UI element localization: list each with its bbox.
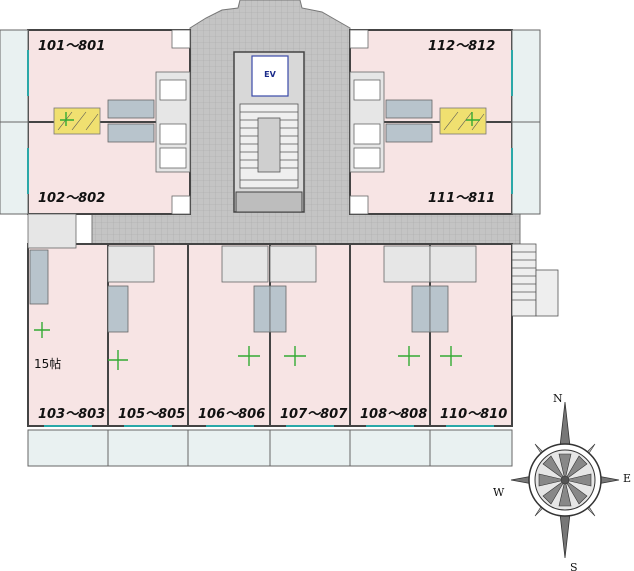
bath-fixtures-left-upper [107, 29, 191, 215]
compass-rose: N S E W [493, 392, 631, 571]
elevator-shaft [251, 55, 289, 97]
closet-marks [57, 111, 485, 131]
elevator-label: EV [264, 70, 276, 79]
unit-label-105: 105～805 [118, 407, 185, 422]
unit-label-112: 112～812 [428, 39, 495, 54]
unit-label-103: 103～803 [38, 407, 105, 422]
unit-label-110: 110～810 [440, 407, 507, 422]
lower-bathrooms [27, 213, 477, 333]
unit-label-101: 101～801 [38, 39, 105, 54]
room-size-label: 15帖 [34, 356, 61, 371]
unit-label-107: 107～807 [280, 407, 348, 422]
unit-label-108: 108～808 [360, 407, 427, 422]
balconies-upper [0, 29, 541, 215]
door-markers [34, 112, 480, 370]
exterior-stair [511, 243, 559, 317]
balconies-lower [27, 429, 513, 467]
compass-south: S [570, 561, 578, 571]
closets [53, 107, 487, 135]
side-windows-upper [27, 50, 513, 194]
compass-west: W [493, 486, 505, 499]
unit-label-102: 102～802 [38, 191, 105, 206]
stairs [239, 103, 299, 189]
bath-fixtures-right-upper [349, 29, 433, 215]
compass-north: N [553, 392, 563, 405]
compass-east: E [623, 472, 631, 485]
elevator-stair-core: EV [233, 51, 305, 213]
unit-label-106: 106～806 [198, 407, 265, 422]
unit-label-111: 111～811 [428, 191, 495, 206]
